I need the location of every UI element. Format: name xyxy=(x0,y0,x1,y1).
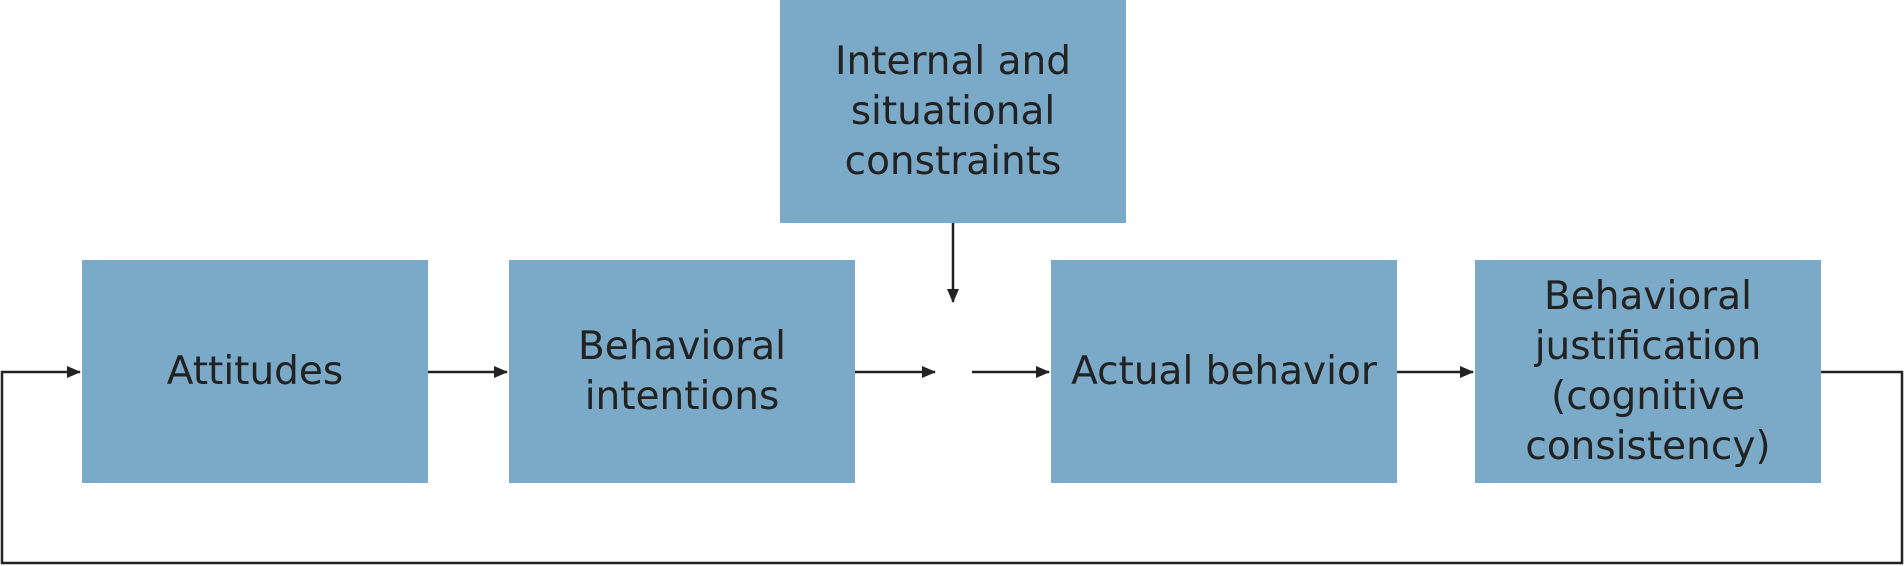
feedback-loop-arrow xyxy=(0,366,1904,565)
attitudes-label: Attitudes xyxy=(166,348,344,394)
behavioral-intentions-label: Behavioral intentions xyxy=(578,323,786,419)
actual-behavior-label: Actual behavior xyxy=(1071,348,1377,394)
constraints-label: Internal and situational constraints xyxy=(834,38,1072,184)
attitudes-box: Attitudes xyxy=(82,260,428,483)
behavioral-intentions-box: Behavioral intentions xyxy=(509,260,855,483)
behavioral-justification-label: Behavioral justification (cognitive cons… xyxy=(1525,273,1771,469)
constraints-box: Internal and situational constraints xyxy=(780,0,1126,223)
behavioral-justification-box: Behavioral justification (cognitive cons… xyxy=(1475,260,1821,483)
actual-behavior-box: Actual behavior xyxy=(1051,260,1397,483)
